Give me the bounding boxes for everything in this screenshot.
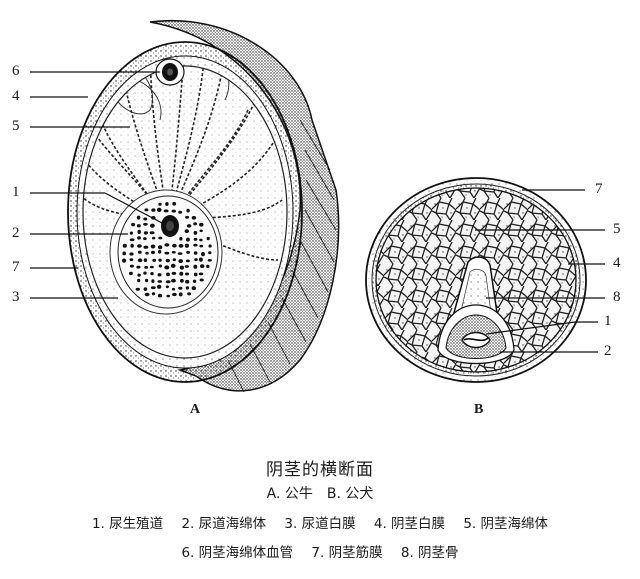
callout-a-7: 7	[12, 259, 20, 275]
callout-a-4: 4	[12, 88, 20, 104]
callout-a-2: 2	[12, 225, 20, 241]
callout-b-1: 1	[604, 313, 612, 329]
legend-item-7: 7. 阴茎筋膜	[311, 545, 383, 561]
legend-item-8: 8. 阴茎骨	[400, 545, 459, 561]
callout-b-8: 8	[613, 289, 621, 305]
legend-item-3: 3. 尿道白膜	[284, 516, 356, 532]
callout-b-4: 4	[613, 255, 621, 271]
figure-title: 阴茎的横断面	[266, 460, 374, 480]
legend-item-4: 4. 阴茎白膜	[373, 516, 446, 532]
panel-a-drawing	[67, 20, 340, 393]
panel-a-label: A	[190, 402, 201, 417]
callout-a-5: 5	[12, 118, 20, 134]
figure-drawing	[30, 20, 605, 393]
legend-item-5: 5. 阴茎海绵体	[463, 516, 549, 532]
callout-a-3: 3	[12, 289, 20, 305]
leader-lines	[30, 71, 605, 353]
callout-b-2: 2	[604, 343, 612, 359]
legend-line-1: 1. 尿生殖道 2. 尿道海绵体 3. 尿道白膜 4. 阴茎白膜 5. 阴茎海绵…	[0, 512, 640, 532]
legend-line-2: 6. 阴茎海绵体血管 7. 阴茎筋膜 8. 阴茎骨	[0, 541, 640, 561]
legend-item-1: 1. 尿生殖道	[91, 516, 164, 532]
cross-section-figure: 6 4 5 1 2 7 3 7 5 4 8 1 2 A B	[12, 20, 621, 417]
callout-b-7: 7	[595, 181, 603, 197]
spongy-dots	[122, 201, 212, 298]
panel-b-label: B	[474, 402, 484, 417]
legend-item-6: 6. 阴茎海绵体血管	[181, 545, 294, 561]
callout-a-6: 6	[12, 63, 20, 79]
legend-item-2: 2. 尿道海绵体	[181, 516, 267, 532]
callout-a-1: 1	[12, 184, 20, 200]
figure-subtitle: A. 公牛 B. 公犬	[266, 486, 374, 502]
callout-b-5: 5	[613, 221, 621, 237]
